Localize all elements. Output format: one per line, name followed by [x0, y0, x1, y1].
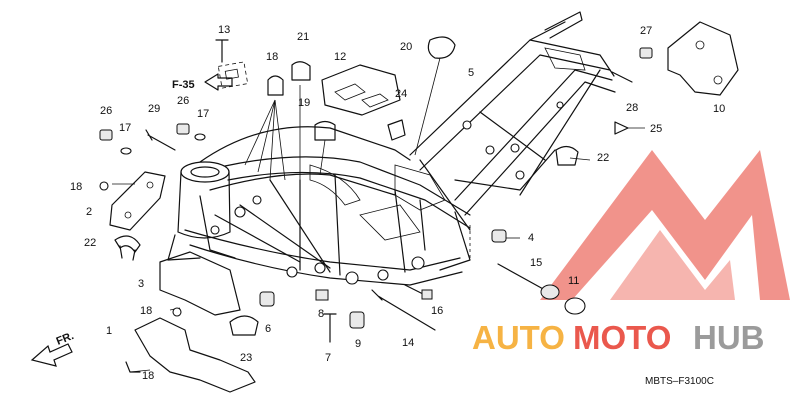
- plate-12: [321, 64, 401, 116]
- main-frame: [167, 126, 471, 286]
- callout-9: 9: [355, 338, 361, 350]
- clamp-23: [229, 315, 259, 336]
- callout-16: 16: [431, 305, 443, 317]
- nut-27: [639, 47, 653, 59]
- callout-21: 21: [297, 31, 309, 43]
- cover-3: [159, 251, 241, 316]
- bolt-29: [145, 129, 176, 151]
- bolt-15-shaft: [497, 263, 546, 291]
- clip-20-top: [267, 75, 284, 96]
- callout-28: 28: [626, 102, 638, 114]
- rear-subframe: [409, 11, 616, 231]
- svg-text:HUB: HUB: [693, 319, 765, 356]
- plate-1: [134, 317, 256, 393]
- clamp-22-right: [555, 145, 579, 166]
- reference-arrow-icon: [204, 73, 233, 91]
- callout-10: 10: [713, 103, 725, 115]
- bolt-28: [609, 69, 633, 83]
- screw-13: [215, 39, 229, 63]
- front-direction-arrow-icon: [30, 343, 73, 367]
- screw-18-top: [99, 181, 109, 191]
- bolt-14: [371, 289, 436, 331]
- clip-20-lower: [314, 120, 336, 141]
- callout-11: 11: [568, 275, 579, 287]
- svg-text:AUTO: AUTO: [472, 319, 565, 356]
- callout-numbers: 13 18 21 12 20 5 24 19 26 29 26 17 17 18…: [70, 24, 725, 382]
- nut-26-left: [99, 129, 113, 141]
- collar-6: [259, 291, 275, 307]
- callout-12: 12: [334, 51, 346, 63]
- callout-15: 15: [530, 257, 542, 269]
- callout-14: 14: [402, 337, 414, 349]
- watermark-text: AUTO MOTO HUB: [472, 319, 765, 356]
- callout-17: 17: [119, 122, 131, 134]
- clamp-22-left: [114, 235, 141, 253]
- bracket-10: [667, 21, 739, 96]
- band-19: [427, 36, 456, 59]
- bolt-7: [323, 313, 337, 343]
- callout-26: 26: [177, 95, 189, 107]
- diagram-code: MBTS–F3100C: [645, 376, 714, 387]
- callout-22: 22: [597, 152, 609, 164]
- clip-21: [291, 61, 311, 81]
- callout-17: 17: [197, 108, 209, 120]
- collar-4: [491, 229, 507, 243]
- reference-label: F-35: [172, 79, 195, 91]
- washer-17-mid: [194, 133, 206, 141]
- callout-29: 29: [148, 103, 160, 115]
- callout-13: 13: [218, 24, 230, 36]
- callout-18: 18: [142, 370, 154, 382]
- callout-20: 18: [266, 51, 278, 63]
- callout-6: 6: [265, 323, 271, 335]
- screw-18-mid: [172, 307, 182, 317]
- callout-4: 4: [528, 232, 534, 244]
- callout-7: 7: [325, 352, 331, 364]
- collar-9: [349, 311, 365, 329]
- callout-18: 18: [140, 305, 152, 317]
- svg-text:MOTO: MOTO: [573, 319, 671, 356]
- callout-1: 1: [106, 325, 112, 337]
- leader-lines: [112, 57, 645, 373]
- callout-2: 2: [86, 206, 92, 218]
- callout-19: 20: [400, 41, 412, 53]
- callout-8: 8: [318, 308, 324, 320]
- callout-3: 3: [138, 278, 144, 290]
- nut-26-mid: [176, 123, 190, 135]
- watermark-logo: [540, 150, 790, 300]
- callout-5: 5: [468, 67, 474, 79]
- callout-20: 19: [298, 97, 310, 109]
- callout-24: 24: [395, 88, 407, 100]
- bracket-2: [109, 171, 166, 231]
- plug-25: [614, 121, 629, 135]
- washer-17-left: [120, 147, 132, 155]
- direction-label: FR.: [55, 330, 76, 348]
- callout-23: 23: [240, 352, 252, 364]
- callout-22: 22: [84, 237, 96, 249]
- callout-18: 18: [70, 181, 82, 193]
- clip-24: [387, 119, 406, 141]
- screw-18-bottom: [125, 361, 141, 373]
- callout-26: 26: [100, 105, 112, 117]
- nut-15: [540, 284, 560, 300]
- callout-25: 25: [650, 123, 662, 135]
- cap-11: [564, 297, 586, 315]
- callout-27: 27: [640, 25, 652, 37]
- nut-8: [315, 289, 329, 301]
